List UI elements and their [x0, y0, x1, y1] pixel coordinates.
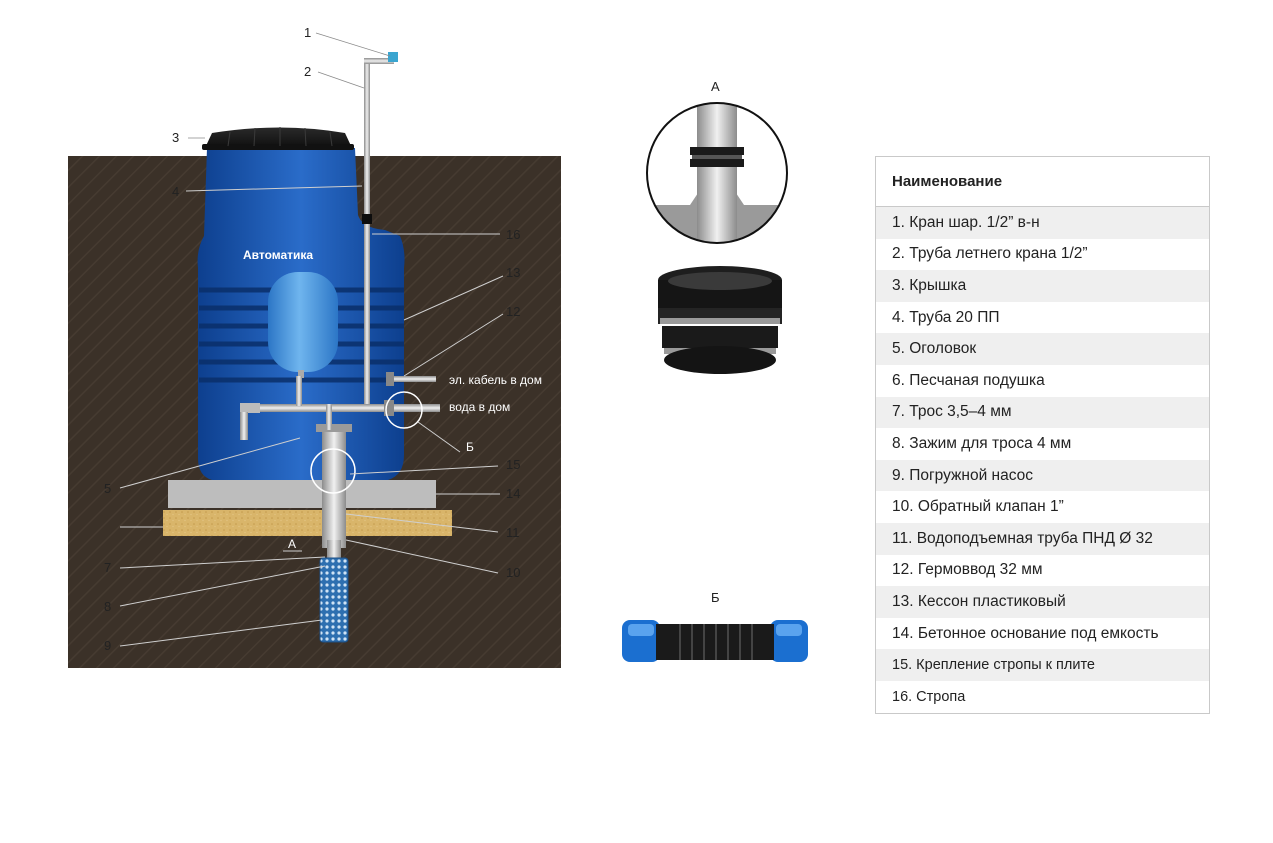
legend-item: 13. Кессон пластиковый: [876, 586, 1209, 618]
water-label: вода в дом: [449, 400, 510, 414]
detail-b-title: Б: [711, 590, 720, 605]
callout-3: 3: [172, 130, 179, 145]
callout-16: 16: [506, 227, 520, 242]
detail-a-marker: [310, 448, 356, 494]
legend-header: Наименование: [876, 157, 1209, 207]
legend-item: 10. Обратный клапан 1”: [876, 491, 1209, 523]
leader-lines: [119, 32, 504, 647]
legend-item: 7. Трос 3,5–4 мм: [876, 396, 1209, 429]
callout-12: 12: [506, 304, 520, 319]
node-a-label: А: [288, 537, 296, 551]
expansion-tank: [268, 272, 338, 378]
legend-item: 14. Бетонное основание под емкость: [876, 617, 1209, 650]
legend-item: 4. Труба 20 ПП: [876, 301, 1209, 334]
callout-7: 7: [104, 560, 111, 575]
callout-8: 8: [104, 599, 111, 614]
detail-b-marker: [385, 391, 423, 429]
caisson-cover: [202, 127, 354, 150]
callout-1: 1: [304, 25, 311, 40]
legend-item: 5. Оголовок: [876, 333, 1209, 365]
legend-item: 8. Зажим для троса 4 мм: [876, 428, 1209, 460]
legend-item: 15. Крепление стропы к плите: [876, 649, 1209, 681]
sand-cushion: [163, 510, 452, 536]
well-pipe: [316, 424, 352, 643]
legend-item: 9. Погружной насос: [876, 459, 1209, 492]
callout-2: 2: [304, 64, 311, 79]
legend-item: 6. Песчаная подушка: [876, 364, 1209, 397]
legend-item: 16. Стропа: [876, 680, 1209, 713]
callout-11: 11: [506, 525, 520, 540]
rubber-coupling: [658, 266, 782, 374]
node-b-label: Б: [466, 440, 474, 454]
legend-item: 12. Гермоввод 32 мм: [876, 554, 1209, 587]
legend-item: 3. Крышка: [876, 270, 1209, 302]
legend-item: 2. Труба летнего крана 1/2”: [876, 238, 1209, 271]
callout-15: 15: [506, 457, 520, 472]
submersible-pump: [319, 557, 349, 643]
legend-table: Наименование 1. Кран шар. 1/2” в-н 2. Тр…: [875, 156, 1210, 714]
concrete-slab: [168, 480, 436, 508]
cable-label: эл. кабель в дом: [449, 373, 542, 387]
callout-13: 13: [506, 265, 520, 280]
legend-item: 1. Кран шар. 1/2” в-н: [876, 207, 1209, 239]
callout-5: 5: [104, 481, 111, 496]
detail-a-title: А: [711, 79, 720, 94]
detail-b-fitting: [622, 620, 808, 662]
callout-9: 9: [104, 638, 111, 653]
detail-a-zoom: [646, 102, 788, 244]
automation-label: Автоматика: [243, 248, 313, 262]
callout-10: 10: [506, 565, 520, 580]
legend-item: 11. Водоподъемная труба ПНД Ø 32: [876, 522, 1209, 555]
callout-14: 14: [506, 486, 520, 501]
piping: [240, 52, 440, 440]
callout-4: 4: [172, 184, 179, 199]
